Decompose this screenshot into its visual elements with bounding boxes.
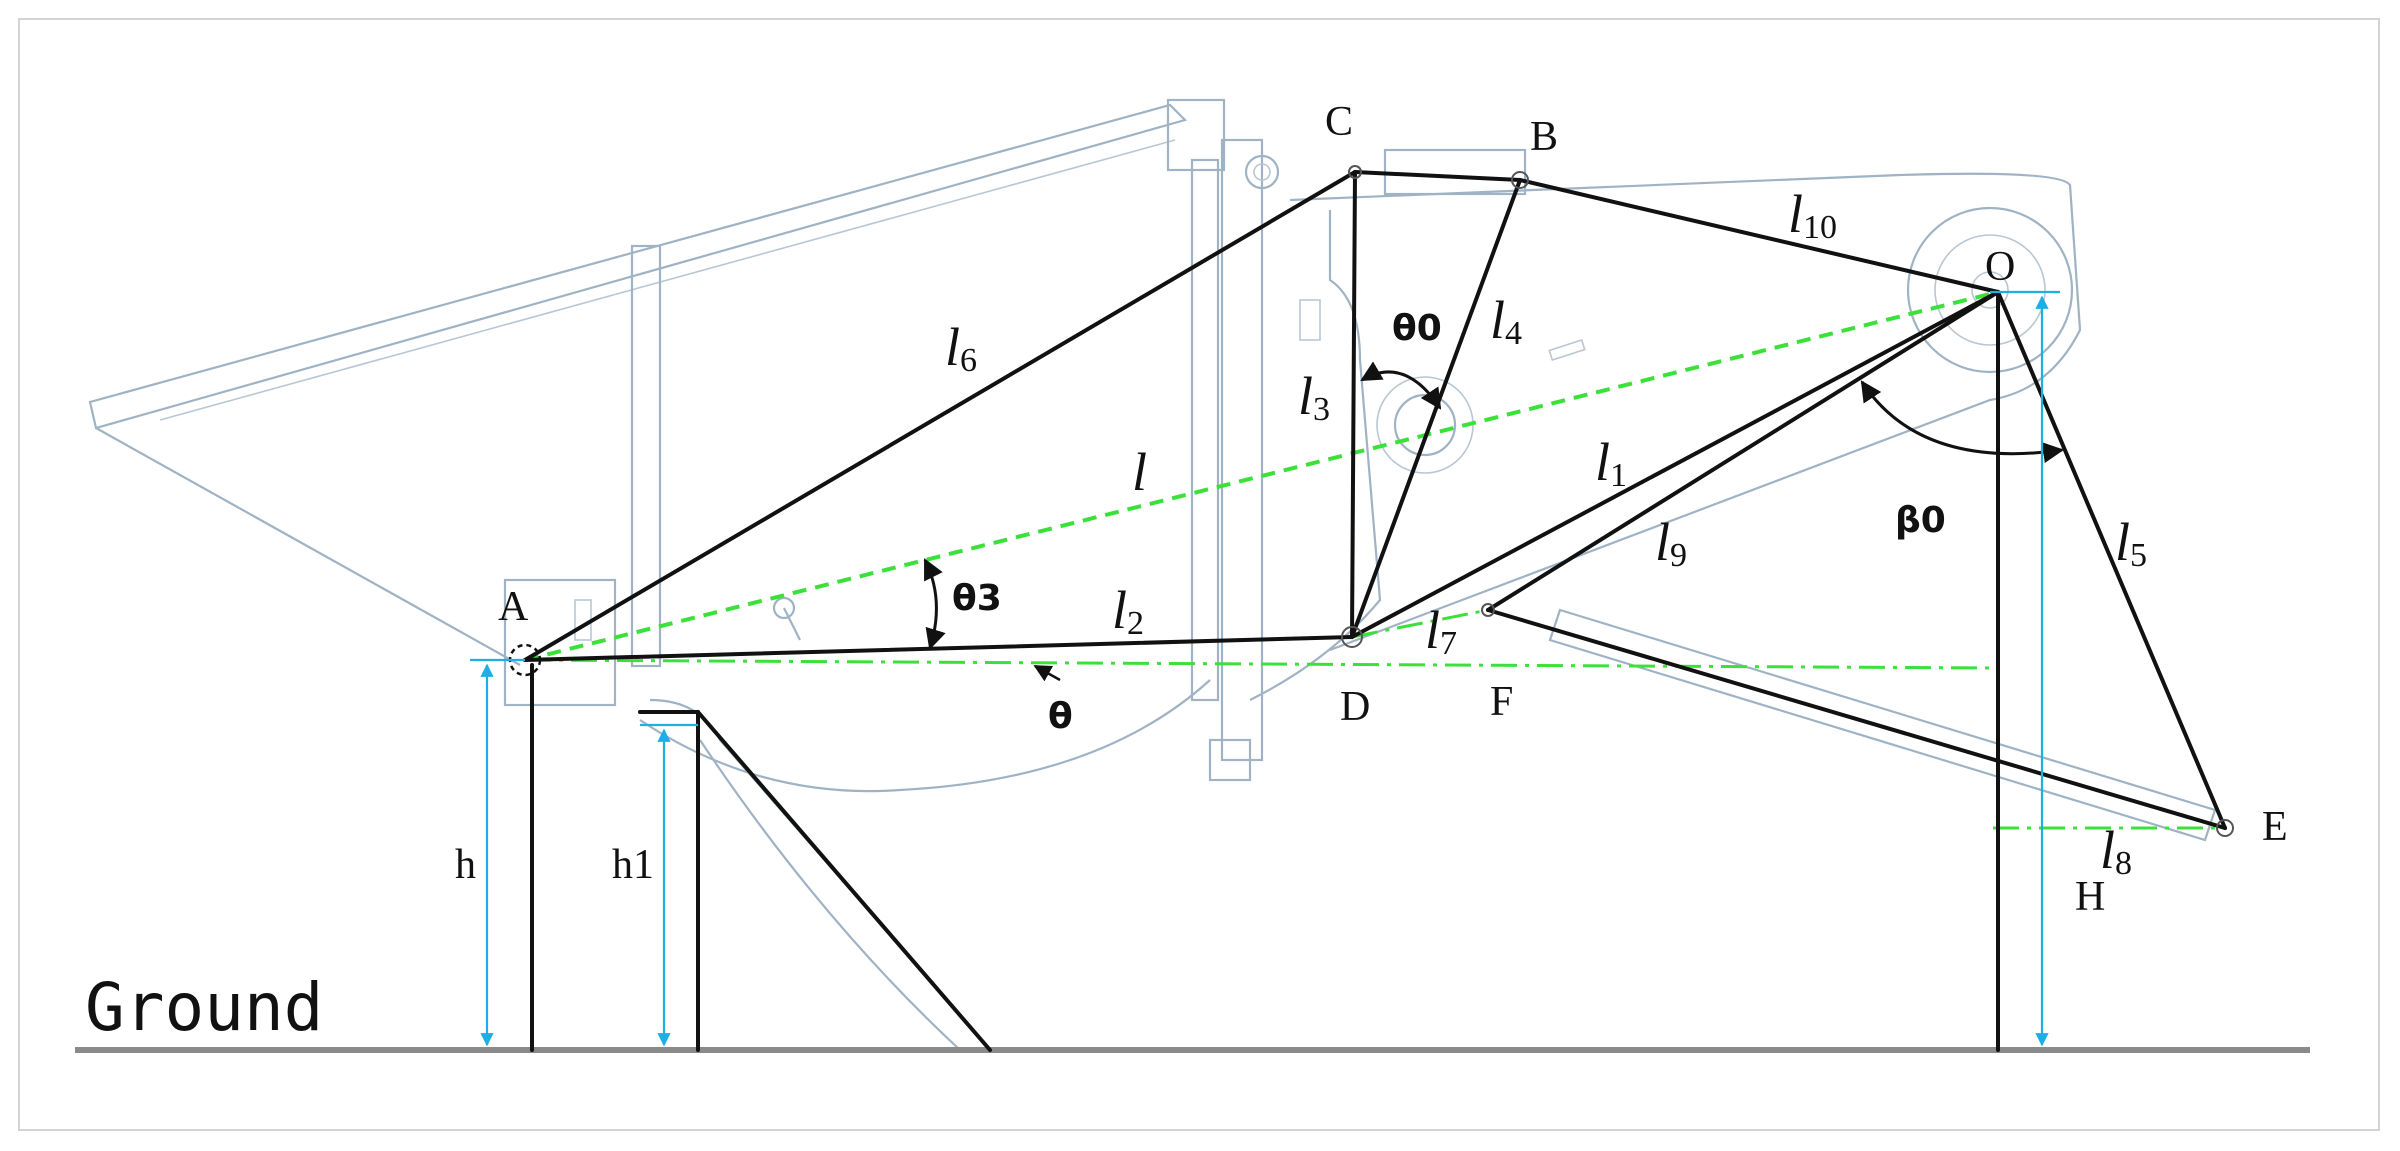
label-l5: l — [2115, 512, 2130, 572]
svg-text:l8: l8 — [2100, 820, 2132, 882]
figure-frame — [18, 18, 2380, 1131]
label-l8: l — [2100, 820, 2115, 880]
label-A: A — [498, 584, 529, 630]
label-theta0: θ0 — [1392, 308, 1442, 349]
theta-pointer — [1033, 664, 1061, 682]
joint-F — [1481, 603, 1495, 617]
label-l9-sub: 9 — [1670, 537, 1687, 574]
label-l2: l — [1112, 580, 1127, 640]
link-l3 — [1350, 170, 1357, 639]
link-labels: l l1 l2 l3 l4 l5 l6 l7 l8 l9 l10 — [945, 184, 2147, 882]
theta0-arc — [1360, 361, 1442, 410]
label-l4: l — [1490, 290, 1505, 350]
l7-ref-line — [1351, 608, 1489, 639]
svg-text:l6: l6 — [945, 317, 977, 379]
svg-text:l4: l4 — [1490, 290, 1522, 352]
linkage — [523, 170, 2227, 1052]
link-C-B — [1353, 170, 1522, 182]
label-l10-sub: 10 — [1803, 209, 1837, 246]
label-l3-sub: 3 — [1313, 391, 1330, 428]
line-l-A-O — [524, 290, 1999, 662]
beta0-arc — [1860, 380, 2065, 464]
point-labels: A B C D E F O — [498, 99, 2288, 850]
svg-text:l9: l9 — [1655, 512, 1687, 574]
lower-arm-diagonal — [696, 710, 992, 1052]
label-l4-sub: 4 — [1505, 315, 1522, 352]
label-C: C — [1325, 99, 1353, 145]
label-l3: l — [1298, 366, 1313, 426]
label-l5-sub: 5 — [2130, 537, 2147, 574]
label-l1: l — [1595, 432, 1610, 492]
link-l4 — [1350, 178, 1522, 639]
label-l1-sub: 1 — [1610, 457, 1627, 494]
link-l10 — [1518, 178, 2000, 294]
label-h: h — [455, 842, 476, 888]
label-l6-sub: 6 — [960, 342, 977, 379]
svg-text:l5: l5 — [2115, 512, 2147, 574]
reference-lines — [524, 290, 2225, 830]
label-h1: h1 — [612, 842, 654, 888]
label-D: D — [1340, 684, 1370, 730]
label-O: O — [1985, 244, 2015, 290]
link-l9 — [1486, 290, 2000, 612]
label-beta0: β0 — [1895, 500, 1946, 541]
angle-arcs — [923, 361, 2065, 682]
link-l2 — [523, 635, 1354, 662]
label-l10: l — [1788, 184, 1803, 244]
joint-E — [2216, 819, 2234, 837]
svg-text:l2: l2 — [1112, 580, 1144, 642]
theta3-arc — [923, 558, 946, 651]
dimensions — [470, 290, 2060, 1047]
label-l7: l — [1425, 600, 1440, 660]
link-l5 — [1996, 290, 2227, 830]
joint-C — [1348, 165, 1362, 179]
label-theta3: θ3 — [952, 578, 1002, 619]
label-F: F — [1490, 679, 1513, 725]
dimension-labels: h h1 H — [455, 842, 2105, 920]
label-l: l — [1132, 442, 1147, 502]
svg-text:l3: l3 — [1298, 366, 1330, 428]
svg-text:l10: l10 — [1788, 184, 1837, 246]
label-l2-sub: 2 — [1127, 605, 1144, 642]
link-F-E — [1486, 608, 2227, 830]
label-l8-sub: 8 — [2115, 845, 2132, 882]
label-H: H — [2075, 874, 2105, 920]
link-l6 — [523, 170, 1357, 662]
svg-text:l1: l1 — [1595, 432, 1627, 494]
label-l7-sub: 7 — [1440, 625, 1457, 662]
label-E: E — [2262, 804, 2288, 850]
joint-D — [1341, 626, 1363, 648]
link-l1 — [1350, 290, 2000, 639]
label-theta: θ — [1048, 696, 1073, 737]
horizontal-theta-line — [524, 658, 2001, 670]
ground-label: Ground — [85, 969, 323, 1046]
joint-B — [1511, 171, 1529, 189]
machine-outline — [88, 98, 2217, 1052]
angle-labels: θ3 θ0 θ β0 — [952, 308, 1946, 737]
svg-text:l7: l7 — [1425, 600, 1457, 662]
label-l9: l — [1655, 512, 1670, 572]
label-B: B — [1530, 114, 1558, 160]
label-l6: l — [945, 317, 960, 377]
